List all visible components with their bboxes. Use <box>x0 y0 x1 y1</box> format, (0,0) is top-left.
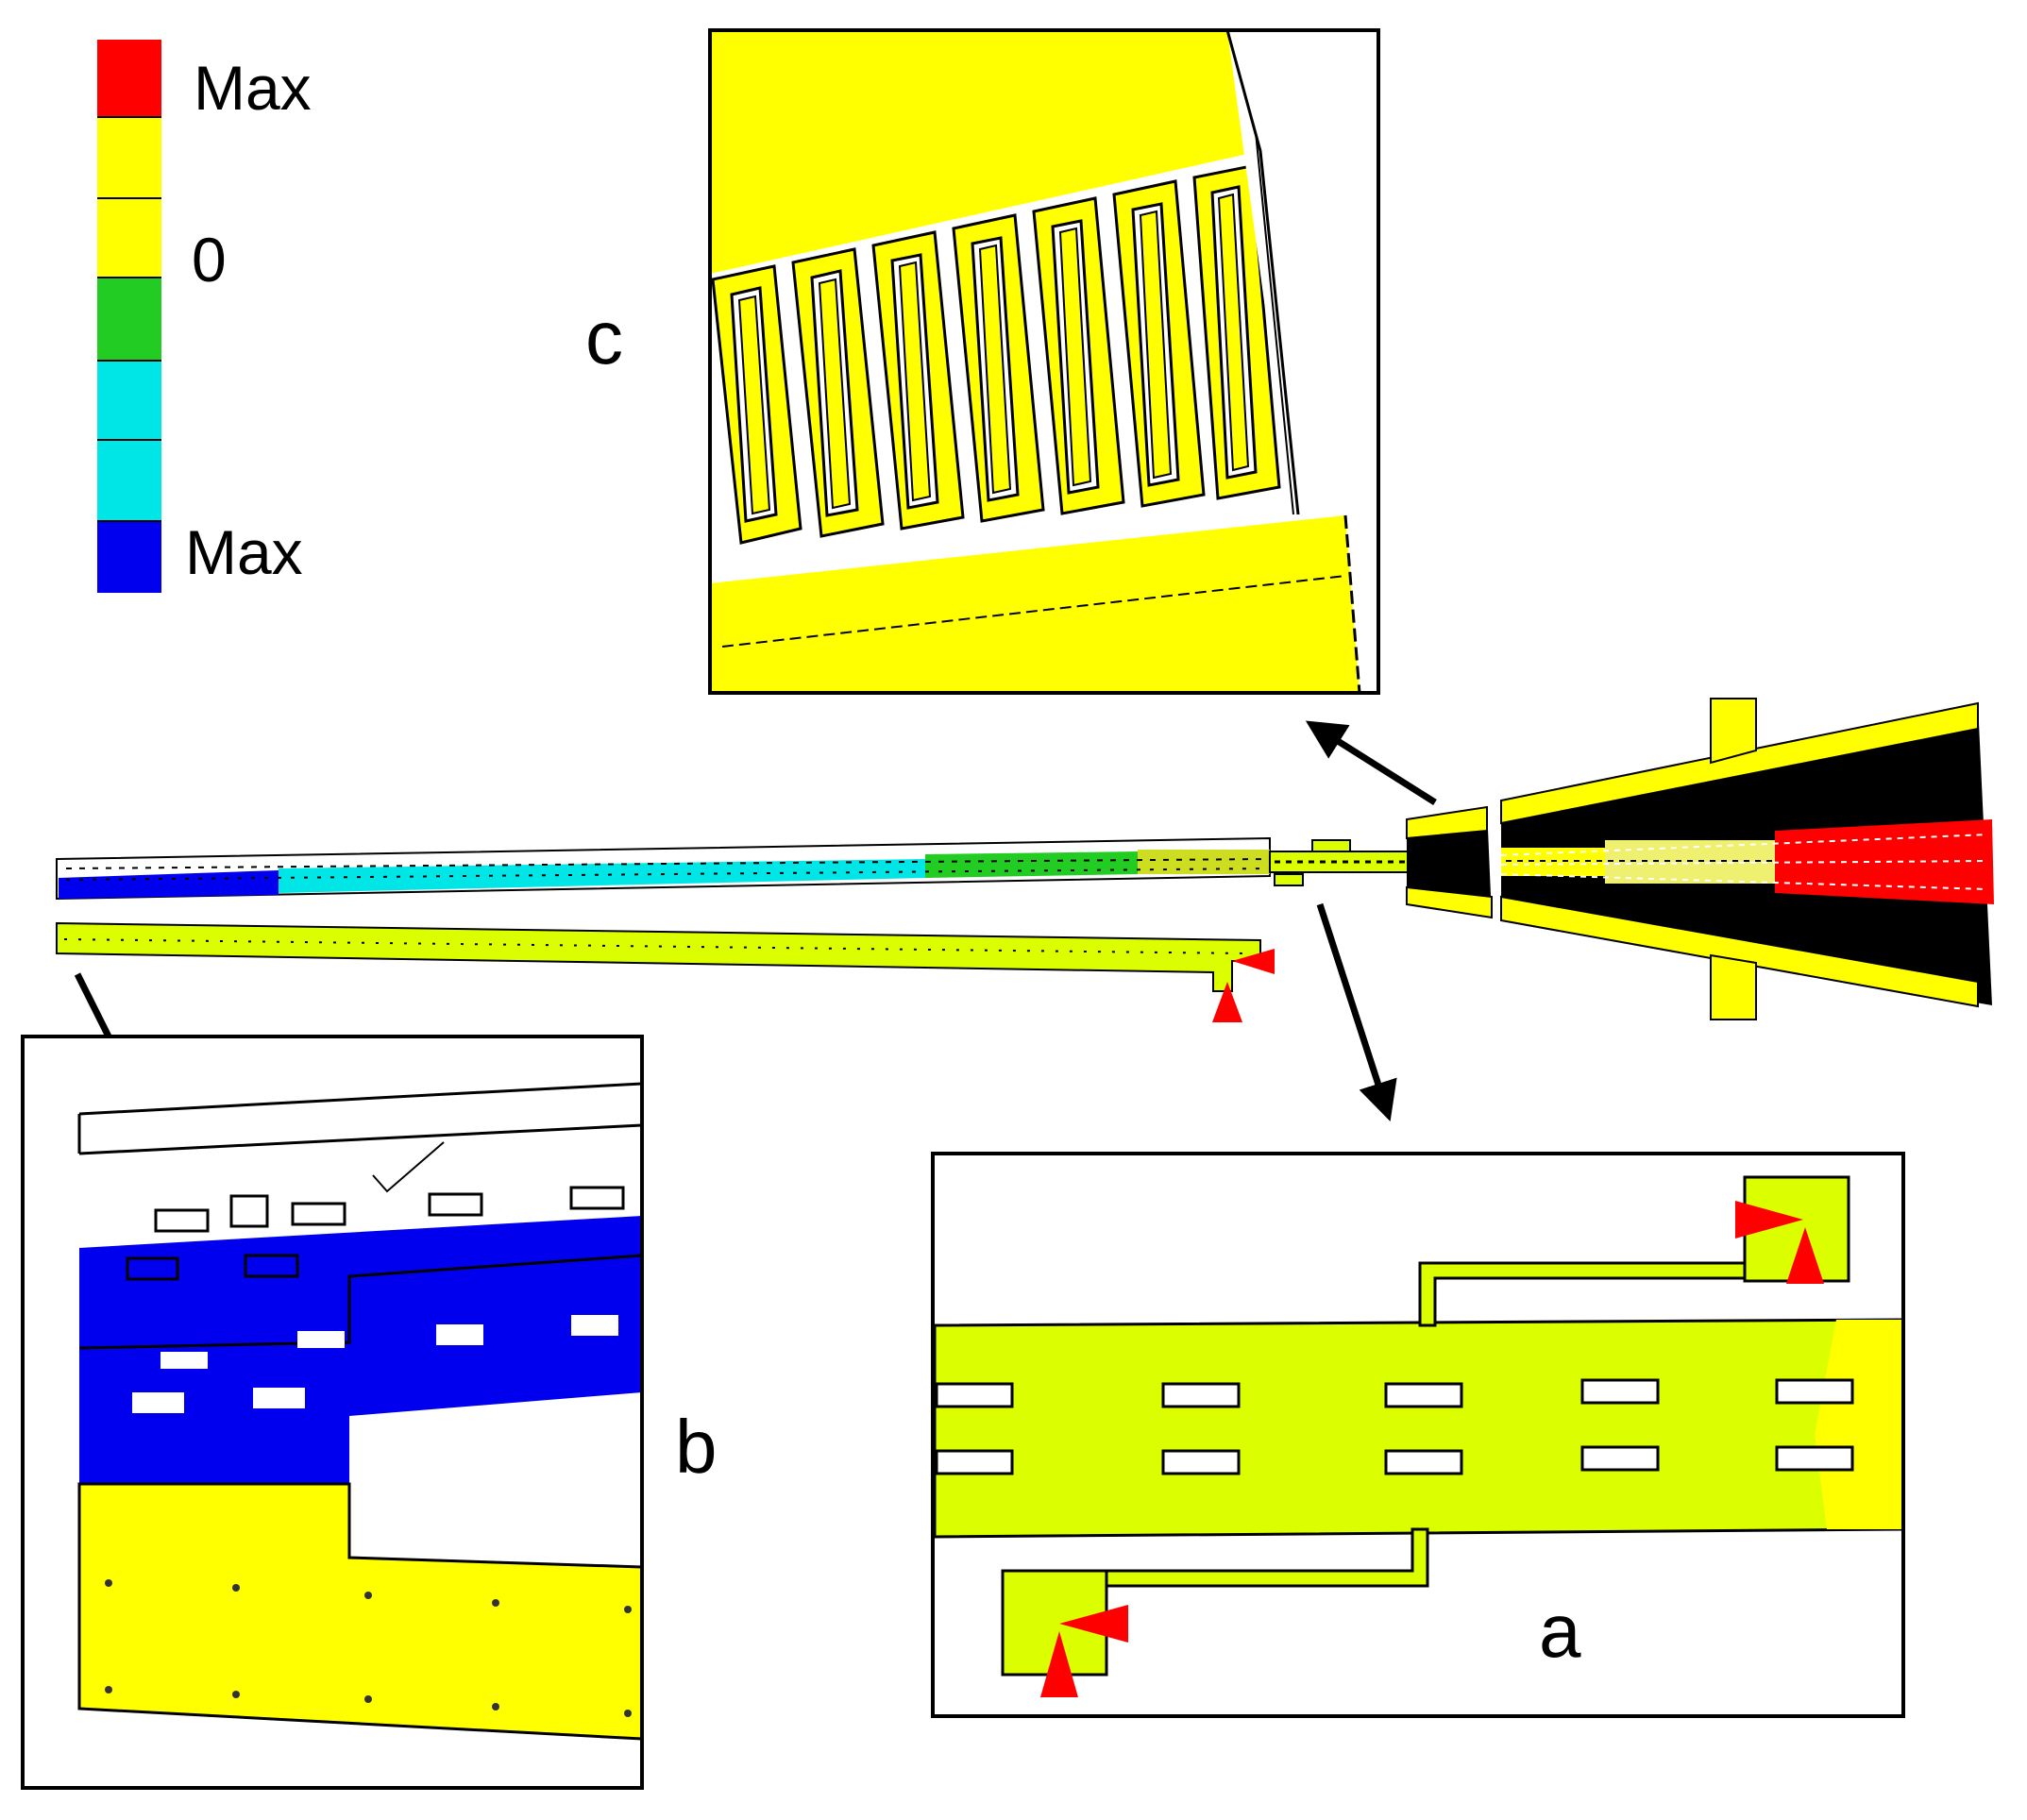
upper-beam-green-region <box>925 851 1138 878</box>
red-triangle-marker-icon <box>1040 1631 1078 1697</box>
color-legend: Max 0 Max <box>97 40 312 593</box>
legend-band-yellow-2 <box>97 198 161 278</box>
panel-a: a <box>931 1152 1905 1718</box>
upper-beam-cyan-region <box>279 859 925 893</box>
large-cone-bottom-shell <box>1500 895 1979 1008</box>
upper-beam-holes <box>65 858 1271 881</box>
upper-beam-blue-region <box>59 870 279 899</box>
legend-band-green <box>97 278 161 361</box>
panel-c-frame <box>708 28 1380 695</box>
connecting-tab <box>1311 839 1351 852</box>
red-triangle-marker-icon <box>1232 949 1275 974</box>
legend-mid-label: 0 <box>192 225 227 295</box>
panel-a-label: a <box>1539 1589 1581 1673</box>
red-triangle-marker-icon <box>1735 1201 1803 1239</box>
legend-band-blue <box>97 521 161 593</box>
small-horn-top <box>1406 805 1488 840</box>
panel-a-frame <box>931 1152 1905 1718</box>
panel-b-blue-region <box>79 1216 642 1484</box>
arrow-icon <box>1316 902 1397 1121</box>
panel-b-label: b <box>675 1405 718 1489</box>
red-triangle-marker-icon <box>1212 982 1242 1022</box>
legend-top-label: Max <box>194 53 312 123</box>
upper-beam-yellow-region <box>1138 850 1270 874</box>
panel-c-label: c <box>585 295 623 379</box>
arrow-icon <box>1305 720 1437 805</box>
legend-band-cyan-1 <box>97 361 161 440</box>
cone-flange-top <box>1710 698 1757 765</box>
lower-beam <box>56 921 1261 992</box>
panel-c: c <box>585 28 1380 695</box>
connecting-tab <box>1274 873 1304 886</box>
legend-bottom-label: Max <box>185 517 303 587</box>
large-cone-top-shell <box>1500 701 1979 825</box>
small-horn-bottom <box>1406 885 1493 919</box>
legend-band-cyan-2 <box>97 440 161 521</box>
cone-flange-bottom <box>1710 953 1757 1020</box>
red-triangle-marker-icon <box>1786 1227 1824 1284</box>
panel-b-frame <box>21 1035 644 1790</box>
panel-a-holes <box>935 1378 1854 1475</box>
red-triangle-marker-icon <box>1059 1605 1128 1643</box>
legend-band-yellow-1 <box>97 117 161 198</box>
main-structure <box>56 698 1994 1022</box>
panel-a-main-band <box>935 1318 1903 1539</box>
panel-b-yellow-region <box>77 1482 642 1741</box>
panel-b: b <box>21 1035 718 1790</box>
legend-band-red <box>97 40 161 117</box>
